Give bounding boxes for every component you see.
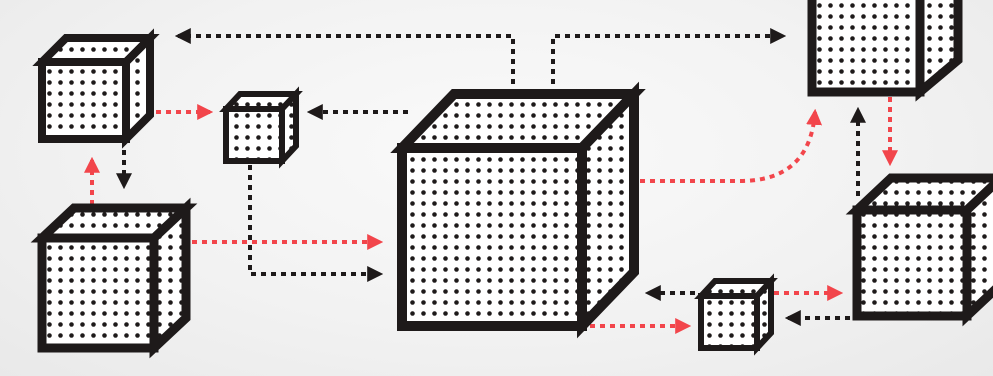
cube-small-bottom <box>701 281 771 348</box>
connector-smalltop-to-center <box>250 165 380 274</box>
cube-top-left <box>42 38 150 139</box>
cube-center <box>402 94 634 326</box>
cube-bottom-left <box>42 208 186 348</box>
cube-top-right <box>812 0 958 92</box>
connector-center-to-topright <box>640 112 815 181</box>
cube-bottom-right <box>857 178 993 316</box>
connector-top-bus-right <box>553 36 783 84</box>
connector-top-bus-left <box>178 36 513 84</box>
cube-small-top <box>226 94 296 161</box>
